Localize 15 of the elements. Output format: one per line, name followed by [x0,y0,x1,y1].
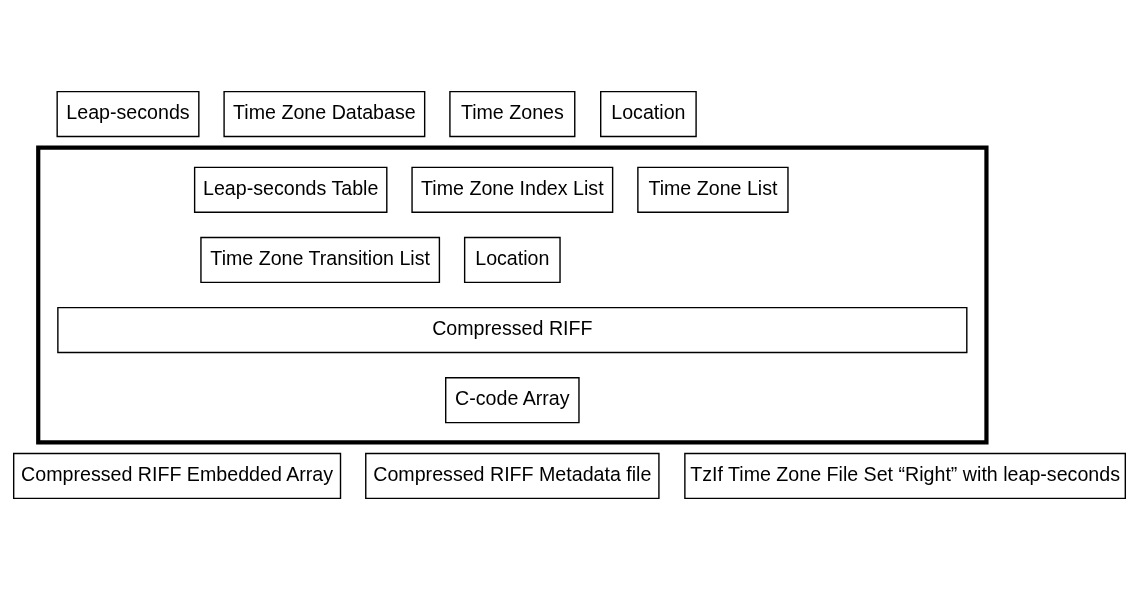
node-box: Leap-seconds [56,90,200,137]
node-box: TzIf Time Zone File Set “Right” with leap-seconds [684,452,1126,499]
node-box: C-code Array [445,376,580,423]
node-box: Location [463,236,561,283]
cluster [36,145,989,444]
node-box: Compressed RIFF Embedded Array [13,452,342,499]
node-box: Compressed RIFF [57,306,968,353]
node-box: Time Zone Database [223,90,426,137]
node-box: Compressed RIFF Metadata file [365,452,660,499]
node-box: Time Zone Index List [411,166,614,213]
node-box: Time Zone Transition List [200,236,441,283]
node-box: Time Zones [449,90,576,137]
node-box: Location [600,90,697,137]
node-box: Leap-seconds Table [193,166,388,213]
node-box: Time Zone List [637,166,789,213]
